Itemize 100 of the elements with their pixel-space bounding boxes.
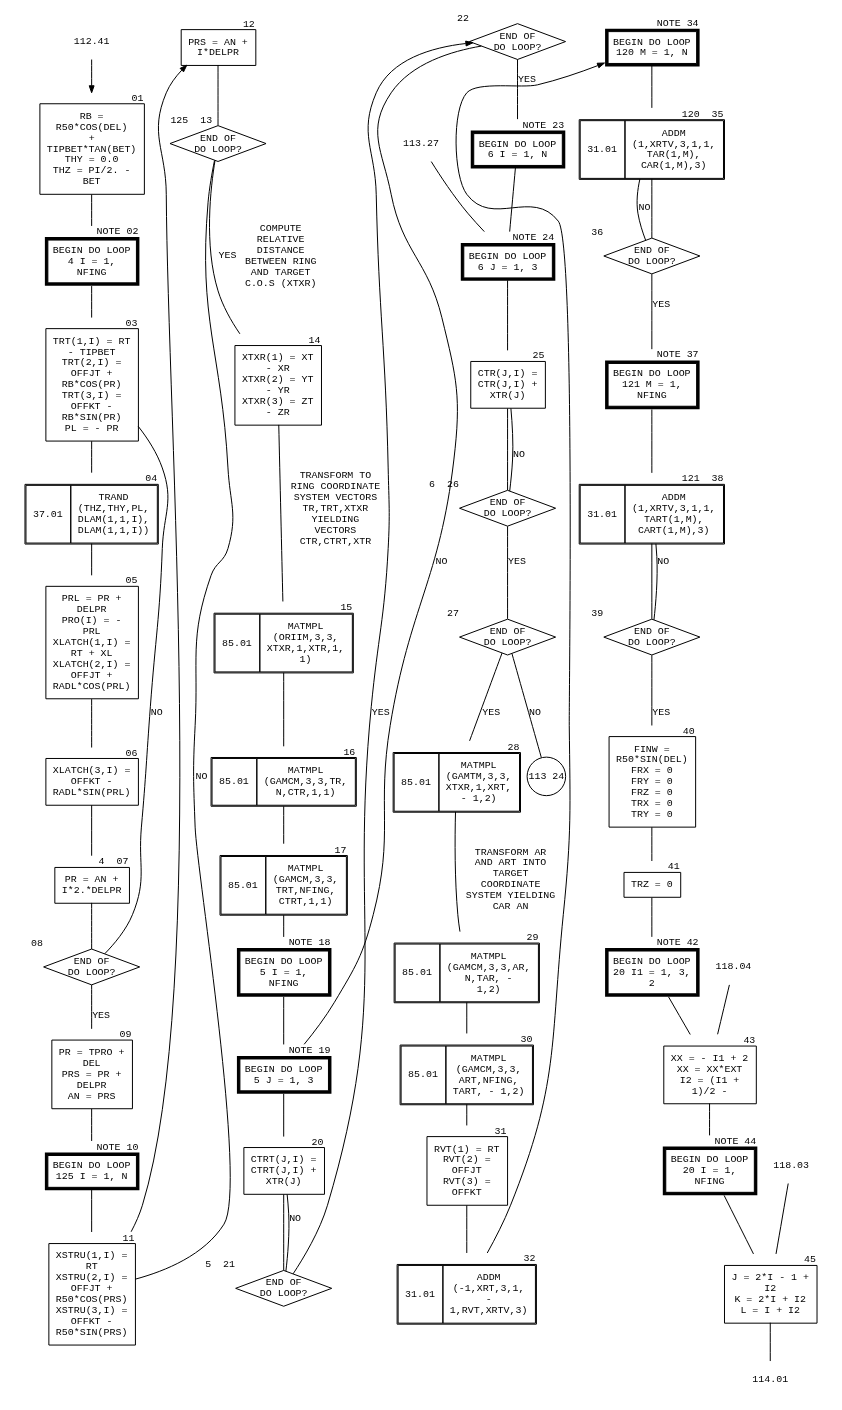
arrow xyxy=(292,40,473,1275)
edge-label: NO xyxy=(528,706,541,718)
node-box: FINW = R50*SIN(DEL) FRX = 0 FRY = 0 FRZ = 0 TRX = 0 TRY = 0 xyxy=(608,736,696,828)
node-box: PRL = PR + DELPR PRO(I) = - PRL XLATCH(1,I) = RT + XL XLATCH(2,I) = OFFJT + RADL*COS(PRL) xyxy=(44,585,139,700)
node-label: 03 xyxy=(124,317,137,329)
label: TRANSFORM TO RING COORDINATE SYSTEM VECTORS TR,TRT,XTXR YIELDING VECTORS CTR,CTRT,XTR xyxy=(290,469,380,547)
edge-label: YES xyxy=(371,706,390,718)
connector xyxy=(90,543,92,576)
edge-label: YES xyxy=(507,556,526,568)
connector xyxy=(90,902,92,950)
node-label: NOTE 23 xyxy=(522,119,564,131)
node-box: RVT(1) = RT RVT(2) = OFFJT RVT(3) = OFFKT xyxy=(425,1136,508,1206)
connector xyxy=(650,897,652,938)
connector xyxy=(650,826,652,862)
node-label: 40 xyxy=(682,725,695,737)
connector xyxy=(508,407,513,492)
node-diamond: END OF DO LOOP? xyxy=(234,1269,332,1307)
node-box: XTXR(1) = XT - XR XTXR(2) = YT - YR XTXR(3) = ZT - ZR xyxy=(233,345,322,426)
node-label: 08 xyxy=(30,938,43,950)
connector xyxy=(465,1103,467,1126)
connector xyxy=(650,178,652,239)
arrow xyxy=(455,62,605,1254)
node-box: XLATCH(3,I) = OFFKT - RADL*SIN(PRL) xyxy=(44,758,139,806)
edge-label: NO xyxy=(512,448,525,460)
connector xyxy=(667,996,691,1035)
label: TRANSFORM AR AND ART INTO TARGET COORDINATE SYSTEM YIELDING CAR AN xyxy=(465,846,555,913)
node-label: NOTE 18 xyxy=(288,937,330,949)
connector xyxy=(208,159,240,335)
node-box: RB = R50*COS(DEL) + TIPBET*TAN(BET) THY = 0.0 THZ = PI/2. - BET xyxy=(38,103,145,195)
edge-label: YES xyxy=(481,706,500,718)
node-label: NOTE 10 xyxy=(96,1141,138,1153)
node-label: NOTE 19 xyxy=(288,1045,330,1057)
edge-label: YES xyxy=(517,73,536,85)
node-label: 01 xyxy=(130,92,143,104)
connector xyxy=(508,167,516,233)
node-label: 06 xyxy=(124,747,137,759)
node-label: 125 13 xyxy=(169,114,212,126)
node-box: TRT(1,I) = RT - TIPBET TRT(2,I) = OFFJT + RB*COS(PR) TRT(3,I) = OFFKT - RB*SIN(PR) PL = - PR xyxy=(44,328,139,442)
node-box: J = 2*I - 1 + I2 K = 2*I + I2 L = I + I2 xyxy=(723,1264,817,1324)
node-label: NOTE 02 xyxy=(96,226,138,238)
connector xyxy=(650,654,652,726)
node-box: CTR(J,I) = CTR(J,I) + XTR(J) xyxy=(469,360,546,409)
connector xyxy=(282,1194,284,1271)
node-box: XSTRU(1,I) = RT XSTRU(2,I) = OFFJT + R50*COS(PRS) XSTRU(3,I) = OFFKT - R50*SIN(PRS) xyxy=(47,1243,136,1346)
connector xyxy=(282,996,284,1045)
connector xyxy=(103,425,168,955)
edge-label: NO xyxy=(195,770,208,782)
edge-label: NO xyxy=(434,556,447,568)
connector xyxy=(506,525,508,620)
node-label: 30 xyxy=(520,1034,532,1046)
connector xyxy=(90,984,92,1030)
node-label: 09 xyxy=(119,1029,131,1041)
node-text: 112.41 xyxy=(73,36,110,48)
node-label: 32 xyxy=(522,1253,535,1265)
connector xyxy=(430,161,485,233)
connector xyxy=(284,1194,289,1272)
edge-label: NO xyxy=(288,1213,301,1225)
edge-label: NO xyxy=(150,706,163,718)
node-label: 4 07 xyxy=(98,856,128,868)
node-label: 14 xyxy=(308,334,320,346)
connector xyxy=(636,178,646,241)
connector xyxy=(506,279,508,351)
connector xyxy=(90,804,92,857)
connector xyxy=(510,653,542,759)
edge-label: YES xyxy=(651,298,670,310)
node-diamond: END OF DO LOOP? xyxy=(602,237,700,275)
edge-label: NO xyxy=(656,556,669,568)
node-diamond: END OF DO LOOP? xyxy=(169,125,267,162)
node-label: 28 xyxy=(507,741,520,753)
node-box: PR = AN + I*2.*DELPR xyxy=(53,866,130,904)
node-label: 5 21 xyxy=(204,1259,235,1271)
edge-label: YES xyxy=(651,706,670,718)
node-text: 118.04 xyxy=(715,961,751,973)
node-label: 36 xyxy=(590,227,603,239)
node-circle: 113 24 xyxy=(526,756,566,797)
connector xyxy=(90,1189,92,1233)
connector xyxy=(282,672,284,747)
connector xyxy=(465,1204,467,1254)
node-label: 16 xyxy=(342,746,355,758)
arrow xyxy=(130,64,187,1233)
connector xyxy=(650,409,652,474)
connector xyxy=(90,698,92,749)
node-label: 22 xyxy=(456,12,469,24)
edge-label: YES xyxy=(91,1010,110,1022)
node-label: 05 xyxy=(124,575,137,587)
node-diamond: END OF DO LOOP? xyxy=(458,618,556,656)
node-label: NOTE 37 xyxy=(656,349,699,361)
connector xyxy=(716,984,730,1035)
node-box: PR = TPRO + DEL PRS = PR + DELPR AN = PRS xyxy=(50,1039,133,1110)
node-label: 43 xyxy=(742,1035,755,1047)
node-label: 27 xyxy=(446,608,459,620)
node-diamond: END OF DO LOOP? xyxy=(602,618,700,656)
node-label: 11 xyxy=(121,1232,134,1244)
node-box: CTRT(J,I) = CTRT(J,I) + XTR(J) xyxy=(242,1147,325,1195)
connector xyxy=(90,440,92,474)
connector xyxy=(708,1103,710,1136)
connector xyxy=(769,1322,771,1362)
connector xyxy=(775,1183,789,1255)
connector xyxy=(468,652,503,742)
connector xyxy=(282,914,284,938)
